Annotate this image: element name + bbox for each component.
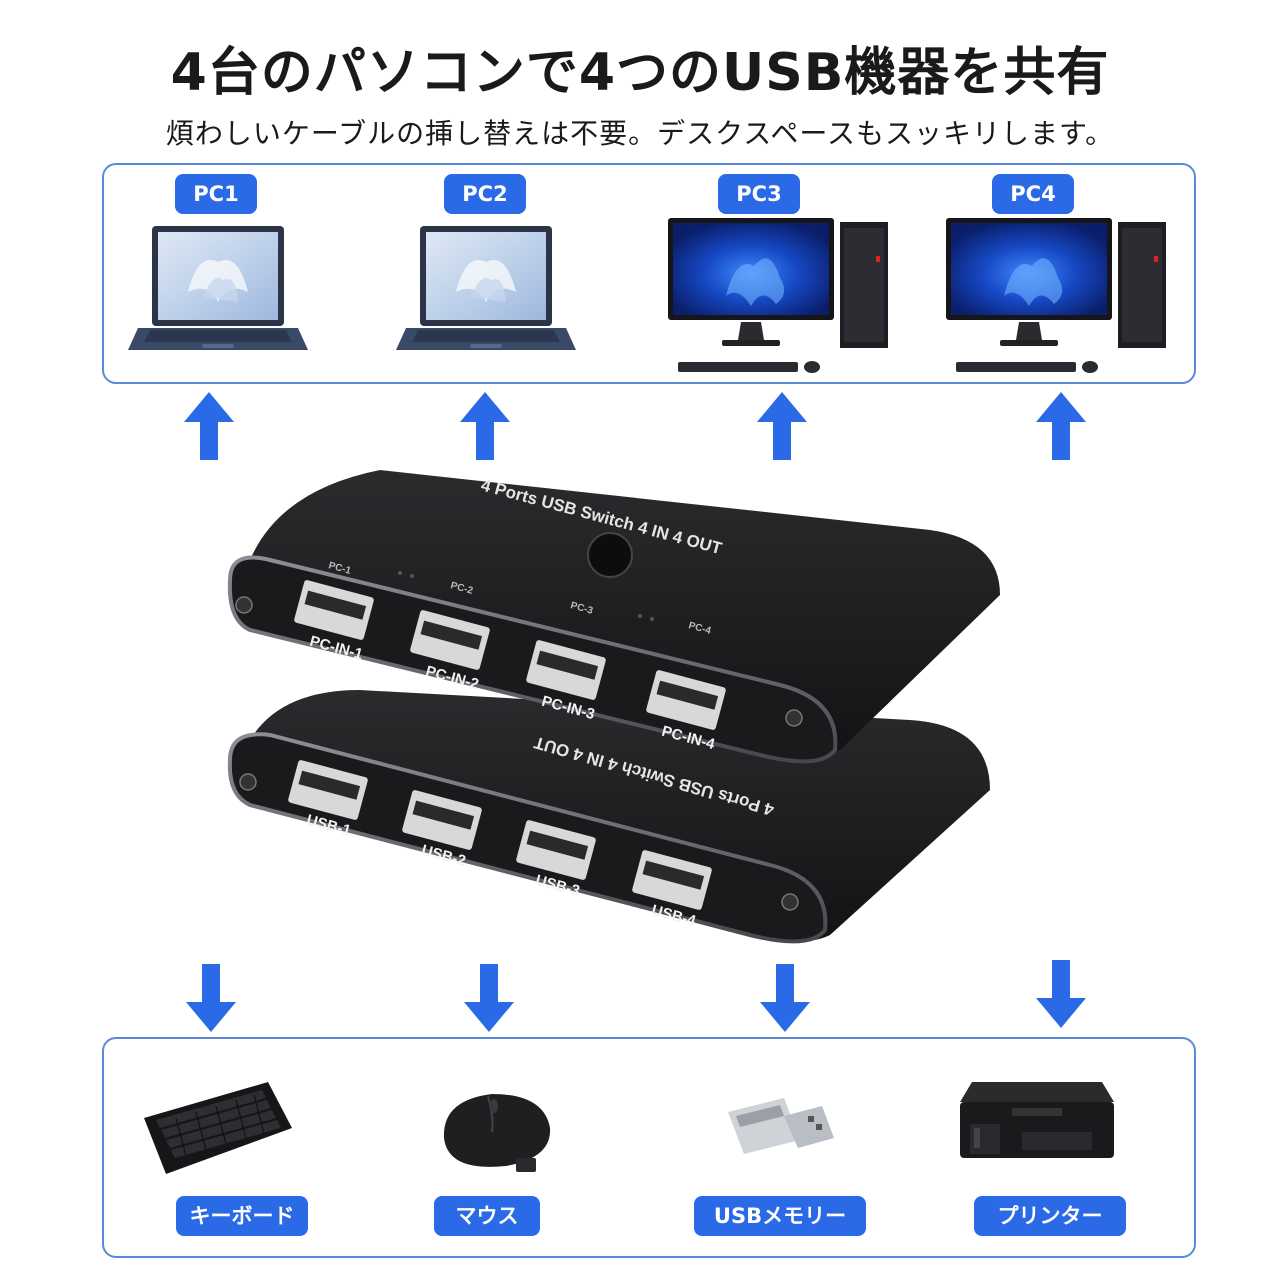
- up-arrow-icon: [460, 392, 510, 460]
- down-arrow-icon: [760, 964, 810, 1032]
- page-title: 4台のパソコンで4つのUSB機器を共有: [170, 43, 1110, 103]
- keyboard-badge: キーボード: [176, 1196, 308, 1236]
- pc1-badge: PC1: [175, 174, 257, 214]
- up-arrow-icon: [757, 392, 807, 460]
- usb-drive-icon: [728, 1098, 834, 1154]
- devices-panel: [102, 1037, 1196, 1258]
- down-arrow-icon: [464, 964, 514, 1032]
- up-arrow-icon: [184, 392, 234, 460]
- pc2-badge: PC2: [444, 174, 526, 214]
- mouse-badge: マウス: [434, 1196, 540, 1236]
- down-arrow-icon: [1036, 960, 1086, 1028]
- pc4-badge: PC4: [992, 174, 1074, 214]
- mouse-icon: [443, 1094, 551, 1172]
- up-arrow-icon: [1036, 392, 1086, 460]
- port-pc-in-3: PC-IN-3: [526, 640, 606, 723]
- laptop-icon: [396, 226, 576, 350]
- switch-button: [587, 532, 633, 578]
- pc3-badge: PC3: [718, 174, 800, 214]
- page-subtitle: 煩わしいケーブルの挿し替えは不要。デスクスペースもスッキリします。: [165, 117, 1115, 150]
- laptop-icon: [128, 226, 308, 350]
- usb-switch-illustration: 4 Ports USB Switch 4 IN 4 OUT USB-1 USB-…: [227, 470, 1000, 944]
- printer-badge: プリンター: [974, 1196, 1126, 1236]
- computers-panel: [102, 163, 1196, 384]
- usb-switch-bottom-unit: 4 Ports USB Switch 4 IN 4 OUT USB-1 USB-…: [227, 690, 990, 944]
- desktop-icon: [946, 218, 1166, 373]
- printer-icon: [960, 1082, 1114, 1158]
- usb-memory-badge: USBメモリー: [694, 1196, 866, 1236]
- down-arrow-icon: [186, 964, 236, 1032]
- keyboard-icon: [144, 1082, 292, 1174]
- desktop-icon: [668, 218, 888, 373]
- port-usb-2: USB-2: [402, 790, 482, 870]
